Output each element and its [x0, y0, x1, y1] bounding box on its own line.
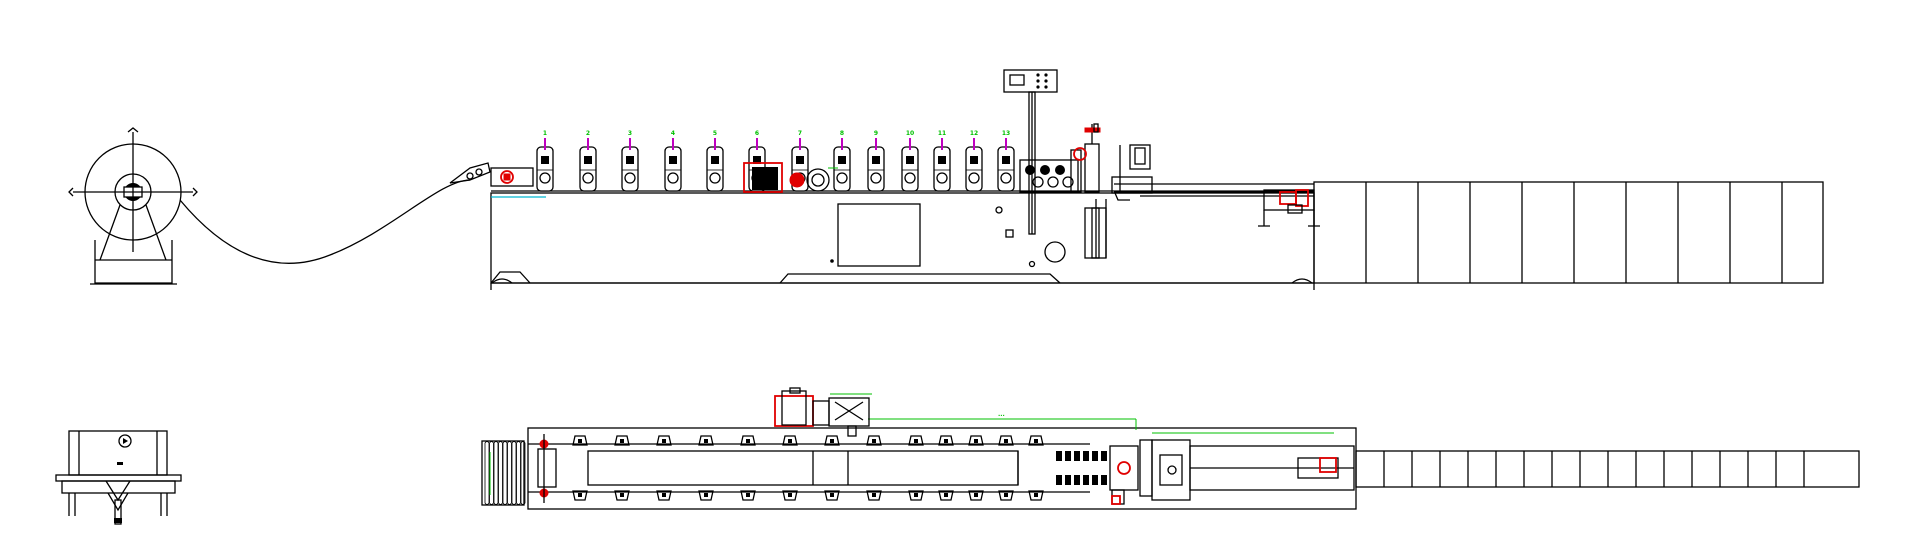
stand-number: 12: [970, 130, 978, 137]
decoiler: [68, 127, 198, 285]
entry-rollers-plan: [537, 434, 557, 503]
forming-stand-plan: [1028, 435, 1044, 501]
plan-view: ...: [55, 387, 1860, 525]
forming-stand-plan: [938, 435, 954, 501]
forming-stand-plan: [824, 435, 840, 501]
svg-text:...: ...: [998, 411, 1005, 418]
forming-stand: 12: [965, 130, 983, 192]
entry-guide-plan: [481, 440, 526, 506]
stand-number: 5: [713, 130, 717, 137]
forming-stand-plan: [698, 435, 714, 501]
output-table: [1313, 181, 1824, 284]
machine-base-plan: ...: [527, 393, 1357, 510]
forming-stand: 3: [621, 130, 639, 192]
forming-stand-plan: [740, 435, 756, 501]
forming-stand: 10: [901, 130, 919, 192]
forming-stand-plan: [866, 435, 882, 501]
drive-motor: [743, 162, 838, 193]
machine-frame: [490, 190, 1315, 290]
forming-stand-plan: [782, 435, 798, 501]
forming-stand: 11: [933, 130, 951, 192]
forming-stand-plan: [968, 435, 984, 501]
stand-number: 10: [906, 130, 914, 137]
stand-number: 3: [628, 130, 632, 137]
stand-number: 6: [755, 130, 759, 137]
stand-number: 13: [1002, 130, 1010, 137]
forming-stand-plan: [908, 435, 924, 501]
forming-stand-plan: [656, 435, 672, 501]
run-out-track: [1114, 183, 1320, 227]
straightener-plan: [1056, 451, 1107, 485]
output-table-plan: [1355, 450, 1860, 488]
motor-plan: [774, 387, 870, 437]
cutter-plan: [1109, 432, 1355, 505]
stand-number: 2: [586, 130, 590, 137]
steel-strip: [179, 179, 471, 264]
forming-stand-plan: [572, 435, 588, 501]
stand-number: 1: [543, 130, 547, 137]
forming-stand: 9: [867, 130, 885, 192]
forming-stands-plan: [572, 435, 1044, 501]
forming-stand: 5: [706, 130, 724, 192]
stand-number: 11: [938, 130, 946, 137]
cutting-unit: [1073, 123, 1153, 201]
forming-stand: 8: [833, 130, 851, 192]
forming-stand-plan: [614, 435, 630, 501]
control-panel: [1003, 69, 1058, 235]
forming-stand-plan: [998, 435, 1014, 501]
stand-number: 4: [671, 130, 675, 137]
entry-guide: [449, 162, 534, 187]
forming-stand: 1: [536, 130, 554, 192]
stand-number: 8: [840, 130, 844, 137]
forming-stand: 2: [579, 130, 597, 192]
forming-stand: 13: [997, 130, 1015, 192]
decoiler-plan: [55, 430, 182, 525]
stand-number: 9: [874, 130, 878, 137]
forming-stand: 4: [664, 130, 682, 192]
stand-number: 7: [798, 130, 802, 137]
